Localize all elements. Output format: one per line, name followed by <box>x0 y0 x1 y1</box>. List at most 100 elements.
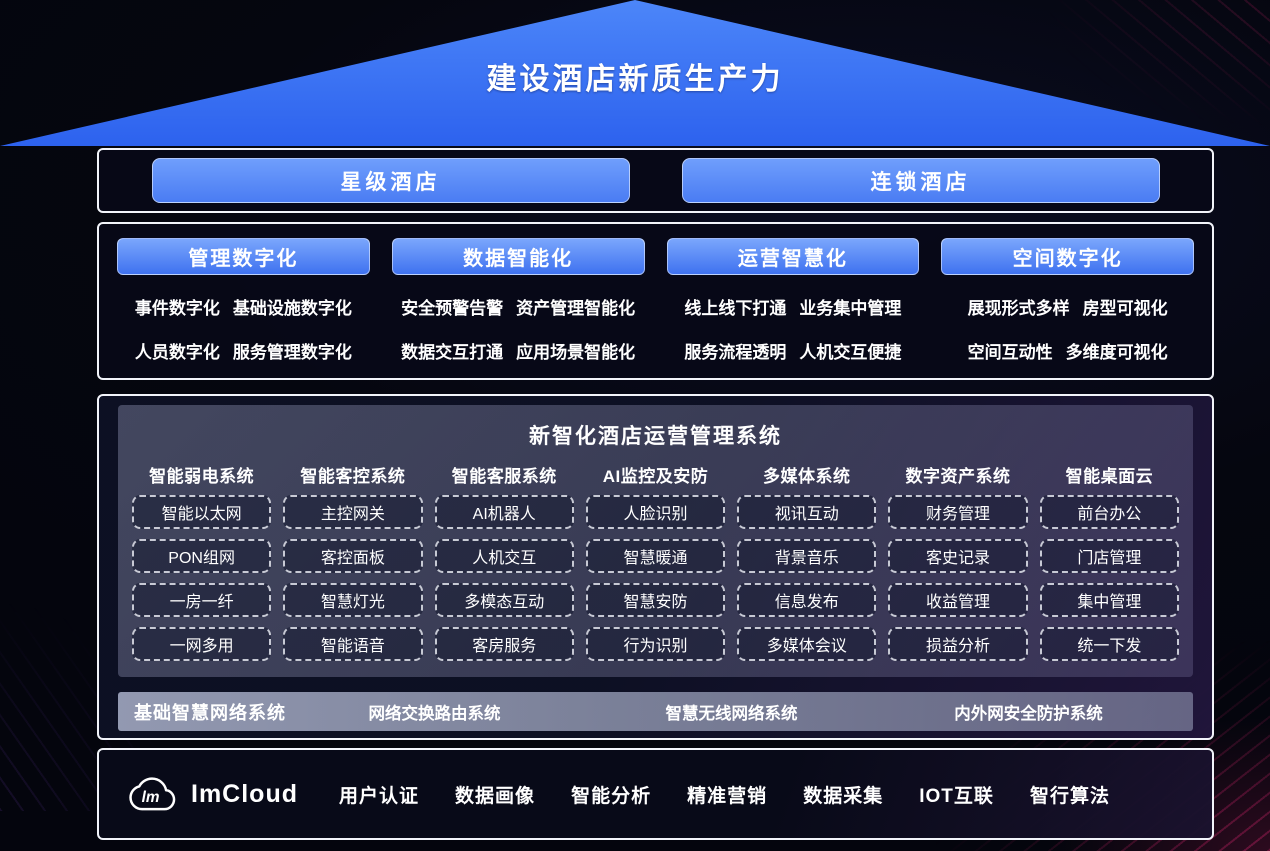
category-smart-operations: 运营智慧化 线上线下打通 业务集中管理 服务流程透明 人机交互便捷 <box>666 238 920 378</box>
digitalization-categories-section: 管理数字化 事件数字化 基础设施数字化 人员数字化 服务管理数字化 数据智能化 … <box>97 222 1214 380</box>
category-item: 空间互动性 <box>967 343 1053 362</box>
system-item: 多模态互动 <box>434 583 574 617</box>
system-item: 背景音乐 <box>737 539 877 573</box>
category-row: 人员数字化 服务管理数字化 <box>135 338 352 363</box>
system-item: 客史记录 <box>888 539 1028 573</box>
system-item: 统一下发 <box>1039 627 1179 661</box>
network-item: 内外网安全防护系统 <box>954 704 1103 723</box>
category-header: 空间数字化 <box>941 238 1194 275</box>
footer-capabilities: 用户认证 数据画像 智能分析 精准营销 数据采集 IOT互联 智行算法 <box>339 781 1188 808</box>
category-row: 空间互动性 多维度可视化 <box>968 338 1168 363</box>
network-item: 网络交换路由系统 <box>368 704 501 723</box>
system-item: 多媒体会议 <box>737 627 877 661</box>
category-item: 资产管理智能化 <box>516 299 636 318</box>
system-item: 门店管理 <box>1039 539 1179 573</box>
system-column-title: 智能桌面云 <box>1065 467 1154 486</box>
system-item: 人脸识别 <box>585 495 726 529</box>
hotel-type-chain: 连锁酒店 <box>681 158 1160 203</box>
footer-item: 智能分析 <box>571 785 652 807</box>
system-column-desktop-cloud: 智能桌面云 前台办公 门店管理 集中管理 统一下发 <box>1039 462 1179 671</box>
network-item: 智慧无线网络系统 <box>665 704 798 723</box>
management-system-section: 新智化酒店运营管理系统 智能弱电系统 智能以太网 PON组网 一房一纤 一网多用… <box>97 394 1214 740</box>
system-item: 一网多用 <box>132 627 272 661</box>
system-column-title: AI监控及安防 <box>602 467 709 486</box>
hotel-types-section: 星级酒店 连锁酒店 <box>97 148 1214 213</box>
category-header: 数据智能化 <box>391 238 645 275</box>
svg-text:lm: lm <box>142 789 160 806</box>
system-column-title: 智能弱电系统 <box>149 467 255 486</box>
diagram-title: 建设酒店新质生产力 <box>486 63 784 96</box>
category-item: 多维度可视化 <box>1065 343 1168 362</box>
system-column-title: 智能客服系统 <box>451 467 557 486</box>
system-item: 客控面板 <box>283 539 423 573</box>
system-item: PON组网 <box>132 539 272 573</box>
category-data-intelligence: 数据智能化 安全预警告警 资产管理智能化 数据交互打通 应用场景智能化 <box>391 238 645 378</box>
system-item: 主控网关 <box>283 495 423 529</box>
cloud-icon: lm <box>123 771 181 817</box>
category-row: 线上线下打通 业务集中管理 <box>684 294 901 319</box>
footer-item: 数据画像 <box>455 785 536 807</box>
system-item: 智慧暖通 <box>585 539 726 573</box>
category-management-digitalization: 管理数字化 事件数字化 基础设施数字化 人员数字化 服务管理数字化 <box>117 238 370 378</box>
category-item: 基础设施数字化 <box>232 299 352 318</box>
system-column-multimedia: 多媒体系统 视讯互动 背景音乐 信息发布 多媒体会议 <box>737 462 877 671</box>
system-item: 客房服务 <box>434 627 574 661</box>
system-item: 智慧灯光 <box>283 583 423 617</box>
category-row: 展现形式多样 房型可视化 <box>968 294 1168 319</box>
system-column-weak-current: 智能弱电系统 智能以太网 PON组网 一房一纤 一网多用 <box>132 462 272 671</box>
network-bar-title: 基础智慧网络系统 <box>134 702 286 723</box>
footer-section: lm ImCloud 用户认证 数据画像 智能分析 精准营销 数据采集 IOT互… <box>97 748 1214 840</box>
system-item: 行为识别 <box>585 627 726 661</box>
category-row: 数据交互打通 应用场景智能化 <box>401 338 635 363</box>
system-item: 财务管理 <box>888 495 1028 529</box>
network-systems-bar: 基础智慧网络系统 网络交换路由系统 智慧无线网络系统 内外网安全防护系统 <box>118 692 1193 731</box>
system-column-title: 多媒体系统 <box>763 467 851 486</box>
category-header: 运营智慧化 <box>666 238 920 275</box>
system-item: 前台办公 <box>1039 495 1179 529</box>
category-item: 房型可视化 <box>1082 299 1168 318</box>
footer-item: 用户认证 <box>339 785 420 807</box>
roof-shape: 建设酒店新质生产力 <box>0 0 1270 146</box>
category-item: 展现形式多样 <box>967 299 1070 318</box>
category-header: 管理数字化 <box>117 238 370 275</box>
footer-item: 智行算法 <box>1029 785 1110 807</box>
category-item: 服务流程透明 <box>684 343 787 362</box>
category-item: 事件数字化 <box>134 299 220 318</box>
system-column-title: 数字资产系统 <box>905 467 1011 486</box>
system-item: AI机器人 <box>434 495 574 529</box>
footer-item: 数据采集 <box>803 785 884 807</box>
system-panel: 新智化酒店运营管理系统 智能弱电系统 智能以太网 PON组网 一房一纤 一网多用… <box>118 405 1193 677</box>
system-item: 智慧安防 <box>585 583 726 617</box>
system-item: 视讯互动 <box>737 495 877 529</box>
category-row: 安全预警告警 资产管理智能化 <box>401 294 635 319</box>
footer-item: 精准营销 <box>687 785 768 807</box>
system-item: 收益管理 <box>888 583 1028 617</box>
category-item: 应用场景智能化 <box>516 343 636 362</box>
brand-name: ImCloud <box>191 779 298 808</box>
system-panel-title: 新智化酒店运营管理系统 <box>529 425 782 448</box>
system-column-ai-security: AI监控及安防 人脸识别 智慧暖通 智慧安防 行为识别 <box>585 462 726 671</box>
category-space-digitalization: 空间数字化 展现形式多样 房型可视化 空间互动性 多维度可视化 <box>941 238 1194 378</box>
system-item: 智能以太网 <box>132 495 272 529</box>
system-column-title: 智能客控系统 <box>300 467 406 486</box>
system-item: 集中管理 <box>1039 583 1179 617</box>
system-item: 损益分析 <box>888 627 1028 661</box>
system-columns: 智能弱电系统 智能以太网 PON组网 一房一纤 一网多用 智能客控系统 主控网关… <box>132 462 1179 671</box>
system-item: 智能语音 <box>283 627 423 661</box>
category-row: 事件数字化 基础设施数字化 <box>135 294 352 319</box>
system-column-guest-control: 智能客控系统 主控网关 客控面板 智慧灯光 智能语音 <box>283 462 423 671</box>
system-item: 一房一纤 <box>132 583 272 617</box>
category-row: 服务流程透明 人机交互便捷 <box>684 338 901 363</box>
category-item: 安全预警告警 <box>401 299 504 318</box>
hotel-type-star: 星级酒店 <box>151 158 630 203</box>
imcloud-brand: lm ImCloud <box>123 771 311 817</box>
footer-item: IOT互联 <box>919 785 994 807</box>
system-column-digital-assets: 数字资产系统 财务管理 客史记录 收益管理 损益分析 <box>888 462 1028 671</box>
category-item: 业务集中管理 <box>799 299 902 318</box>
category-item: 服务管理数字化 <box>232 343 352 362</box>
category-item: 人员数字化 <box>134 343 220 362</box>
category-item: 人机交互便捷 <box>799 343 902 362</box>
system-item: 信息发布 <box>737 583 877 617</box>
system-column-guest-service: 智能客服系统 AI机器人 人机交互 多模态互动 客房服务 <box>434 462 574 671</box>
